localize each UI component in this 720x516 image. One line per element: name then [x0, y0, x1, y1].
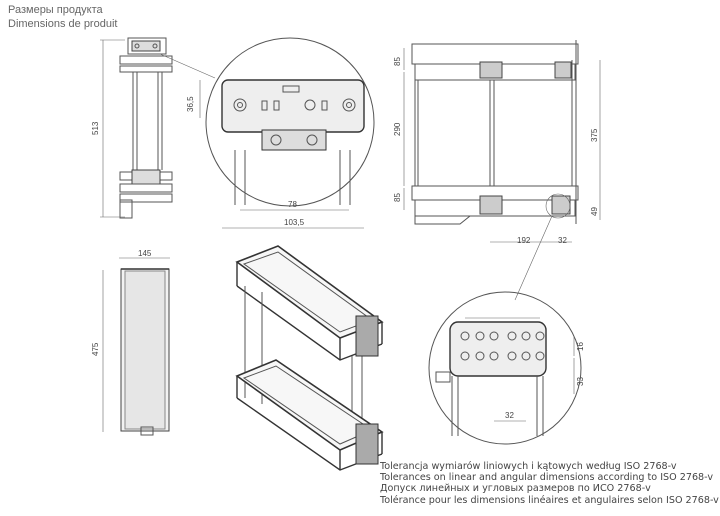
- dim-top-shelf-offset: 85: [393, 57, 402, 66]
- dim-depth: 192: [517, 236, 531, 245]
- cabinet-view: 145 475: [91, 249, 170, 436]
- hole-pattern-detail: 32 16 33: [428, 291, 585, 445]
- dim-detail-height: 36,5: [186, 96, 195, 112]
- dim-overall-depth: 375: [590, 128, 599, 142]
- title-french: Dimensions de produit: [8, 18, 118, 30]
- title-russian: Размеры продукта: [8, 4, 103, 16]
- dim-hole-height: 33: [576, 377, 585, 386]
- dim-hole-spacing: 32: [505, 411, 514, 420]
- dim-detail-width-inner: 78: [288, 200, 297, 209]
- tolerance-russian: Допуск линейных и угловых размеров по ИС…: [380, 483, 651, 495]
- dim-rear-offset: 32: [558, 236, 567, 245]
- detail-circle-view: 36,5 78 103,5: [186, 37, 375, 229]
- tolerance-polish: Tolerancja wymiarów liniowych i kątowych…: [380, 461, 677, 472]
- dim-bottom-shelf-offset: 85: [393, 193, 402, 202]
- tolerance-english: Tolerances on linear and angular dimensi…: [380, 472, 714, 484]
- dim-bottom-gap: 49: [590, 207, 599, 216]
- tolerance-notes: Tolerancja wymiarów liniowych i kątowych…: [380, 461, 719, 506]
- dim-cabinet-height: 475: [91, 342, 100, 356]
- dim-height-total: 513: [91, 121, 100, 135]
- isometric-basket: [235, 245, 384, 471]
- front-view: 513: [91, 37, 216, 219]
- dim-width: 145: [138, 249, 152, 258]
- dim-shelf-spacing: 290: [393, 122, 402, 136]
- side-view: 85 290 85 375 49 192 32: [393, 40, 601, 301]
- dim-detail-width-outer: 103,5: [284, 218, 305, 227]
- tolerance-french: Tolérance pour les dimensions linéaires …: [380, 494, 719, 506]
- dim-hole-vertical: 16: [576, 342, 585, 351]
